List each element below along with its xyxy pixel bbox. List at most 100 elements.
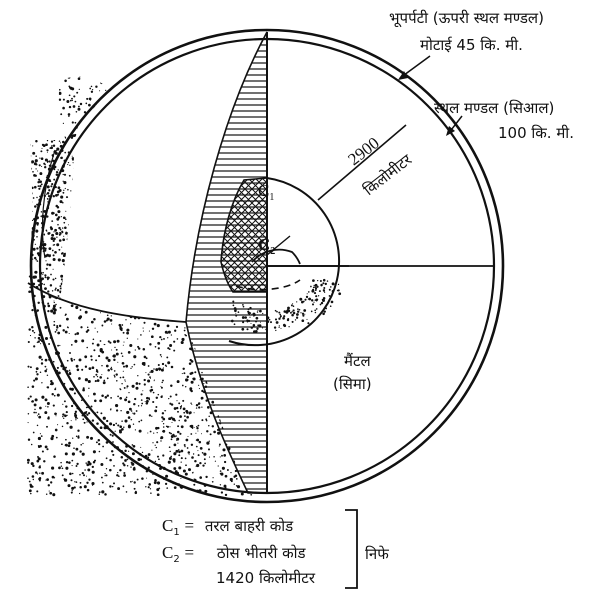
stipple-dot — [282, 317, 285, 320]
stipple-dot — [73, 252, 75, 254]
stipple-dot — [57, 114, 59, 116]
stipple-dot — [46, 369, 47, 370]
stipple-dot — [63, 181, 66, 184]
stipple-dot — [157, 324, 160, 327]
stipple-dot — [162, 363, 164, 365]
stipple-dot — [72, 254, 75, 257]
stipple-dot — [147, 284, 150, 287]
stipple-dot — [92, 471, 95, 474]
stipple-dot — [69, 388, 72, 391]
stipple-dot — [70, 239, 72, 241]
stipple-dot — [101, 374, 102, 375]
stipple-dot — [189, 411, 192, 414]
stipple-dot — [179, 433, 181, 435]
stipple-dot — [31, 326, 33, 328]
stipple-dot — [175, 394, 177, 396]
stipple-dot — [68, 271, 70, 273]
stipple-dot — [125, 445, 128, 448]
stipple-dot — [54, 229, 57, 232]
stipple-dot — [74, 220, 76, 222]
stipple-dot — [112, 435, 114, 437]
stipple-dot — [72, 473, 74, 475]
stipple-dot — [225, 475, 228, 478]
stipple-dot — [80, 140, 81, 141]
stipple-dot — [125, 365, 128, 368]
stipple-dot — [53, 405, 55, 407]
stipple-dot — [57, 210, 60, 213]
stipple-dot — [121, 383, 122, 384]
stipple-dot — [84, 111, 86, 113]
stipple-dot — [33, 380, 35, 382]
stipple-dot — [150, 378, 151, 379]
stipple-dot — [81, 399, 83, 401]
core2-letter: C — [258, 235, 270, 254]
stipple-dot — [55, 331, 57, 333]
stipple-dot — [81, 339, 84, 342]
stipple-dot — [37, 473, 38, 474]
stipple-dot — [160, 354, 162, 356]
stipple-dot — [109, 459, 112, 462]
stipple-dot — [56, 437, 58, 439]
stipple-dot — [312, 303, 314, 305]
stipple-dot — [174, 407, 177, 410]
stipple-dot — [163, 426, 165, 428]
stipple-dot — [70, 298, 72, 300]
stipple-dot — [149, 343, 151, 345]
stipple-dot — [60, 200, 63, 203]
stipple-dot — [69, 333, 70, 334]
stipple-dot — [69, 297, 71, 299]
stipple-dot — [122, 286, 125, 289]
stipple-dot — [53, 311, 56, 314]
stipple-dot — [176, 326, 178, 328]
stipple-dot — [99, 90, 100, 91]
stipple-dot — [45, 480, 46, 481]
stipple-dot — [149, 414, 151, 416]
stipple-dot — [50, 227, 53, 230]
stipple-dot — [71, 98, 73, 100]
stipple-dot — [35, 412, 37, 414]
stipple-dot — [132, 444, 134, 446]
stipple-dot — [62, 297, 63, 298]
stipple-dot — [98, 443, 100, 445]
stipple-dot — [165, 365, 167, 367]
stipple-dot — [78, 377, 81, 380]
stipple-dot — [47, 185, 50, 188]
stipple-dot — [74, 481, 75, 482]
stipple-dot — [44, 411, 47, 414]
stipple-dot — [82, 453, 85, 456]
stipple-dot — [44, 166, 46, 168]
stipple-dot — [161, 316, 163, 318]
stipple-dot — [76, 294, 78, 296]
stipple-dot — [157, 481, 160, 484]
stipple-dot — [90, 355, 92, 357]
stipple-dot — [172, 302, 173, 303]
stipple-dot — [152, 328, 154, 330]
stipple-dot — [322, 299, 323, 300]
stipple-dot — [122, 376, 124, 378]
stipple-dot — [128, 425, 131, 428]
stipple-dot — [36, 247, 38, 249]
stipple-dot — [70, 283, 71, 284]
stipple-dot — [48, 179, 51, 182]
stipple-dot — [202, 464, 204, 466]
stipple-dot — [79, 358, 82, 361]
stipple-dot — [131, 410, 133, 412]
stipple-dot — [104, 475, 105, 476]
stipple-dot — [195, 433, 196, 434]
stipple-dot — [104, 493, 107, 496]
stipple-dot — [190, 359, 192, 361]
stipple-dot — [144, 356, 147, 359]
stipple-dot — [51, 382, 54, 385]
stipple-dot — [107, 317, 110, 320]
stipple-dot — [55, 373, 56, 374]
stipple-dot — [181, 457, 183, 459]
stipple-dot — [184, 330, 186, 332]
stipple-dot — [68, 299, 70, 301]
stipple-dot — [143, 465, 144, 466]
stipple-dot — [225, 487, 227, 489]
stipple-dot — [88, 395, 89, 396]
stipple-dot — [196, 439, 199, 442]
stipple-dot — [117, 487, 120, 490]
stipple-dot — [75, 288, 77, 290]
stipple-dot — [155, 461, 157, 463]
